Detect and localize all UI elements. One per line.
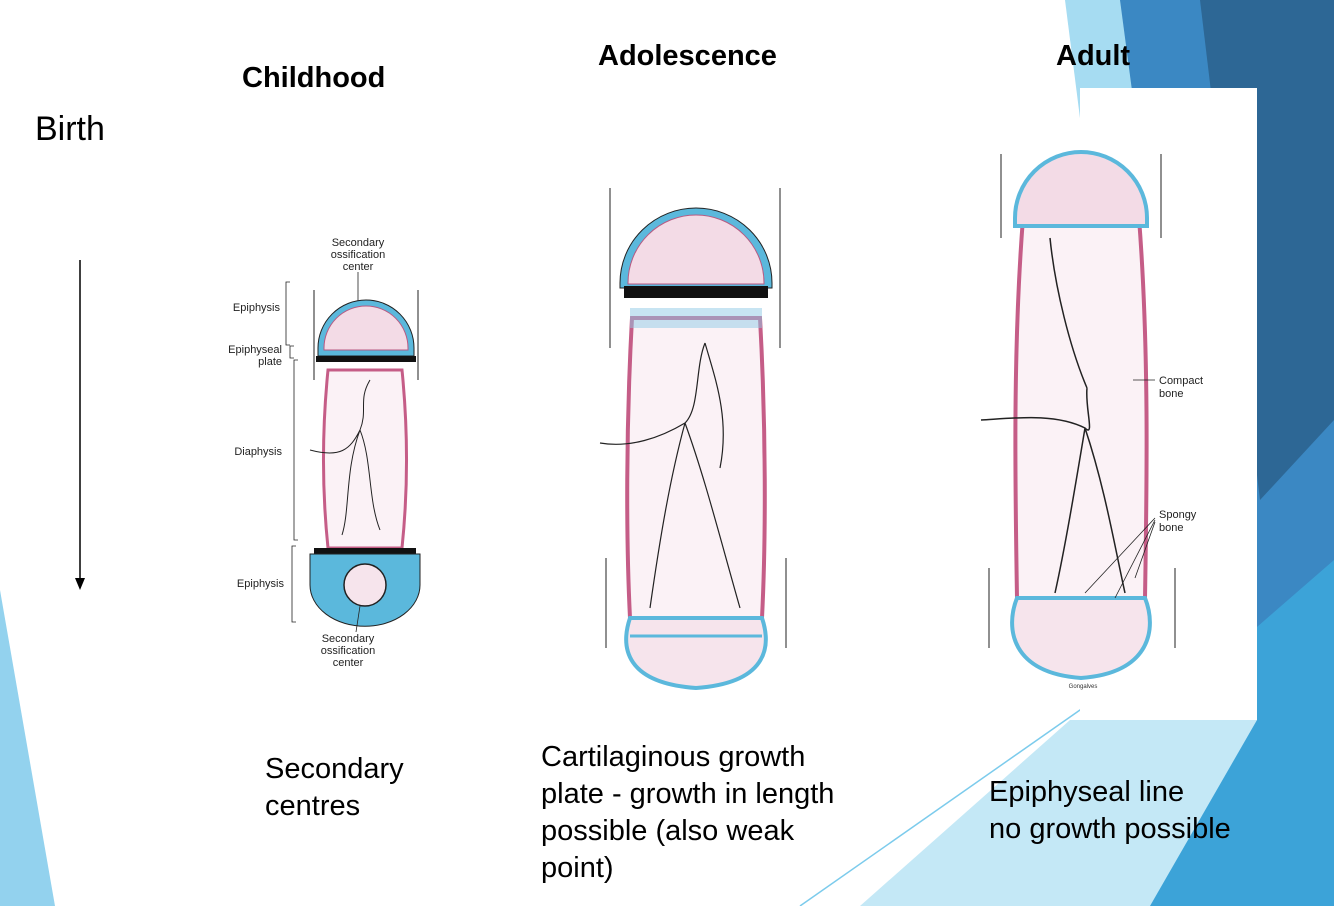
childhood-label-secondary-top-3: center [343,261,374,273]
adult-label-compact-1: Compact [1159,375,1203,387]
illustrator-signature: Gongalves [1069,684,1098,690]
childhood-label-epiphysis-bottom: Epiphysis [237,578,285,590]
stage-title-childhood: Childhood [242,62,386,94]
stage-title-adolescence: Adolescence [598,40,777,72]
childhood-label-secondary-bottom-3: center [333,657,364,669]
adult-label-compact-2: bone [1159,388,1183,400]
childhood-label-plate-2: plate [258,356,282,368]
time-arrow [75,260,85,590]
adult-label-spongy-1: Spongy [1159,509,1197,521]
childhood-label-secondary-top-2: ossification [331,249,385,261]
childhood-label-secondary-top-1: Secondary [332,237,385,249]
childhood-bone-figure: Secondary ossification center Epiphysis … [228,237,421,669]
childhood-label-diaphysis: Diaphysis [234,446,282,458]
caption-adult: Epiphyseal line no growth possible [989,776,1231,845]
birth-label: Birth [35,110,105,148]
adult-label-spongy-2: bone [1159,522,1183,534]
caption-adolescence: Cartilaginous growth plate - growth in l… [541,741,835,884]
childhood-label-plate-1: Epiphyseal [228,344,282,356]
caption-childhood: Secondary centres [265,753,404,822]
stage-title-adult: Adult [1056,40,1131,72]
childhood-label-epiphysis-top: Epiphysis [233,302,281,314]
adult-bone-figure: Compact bone Spongy bone Gongalves [980,150,1203,690]
childhood-label-secondary-bottom-1: Secondary [322,633,375,645]
adolescence-bone-figure [599,188,787,691]
childhood-label-secondary-bottom-2: ossification [321,645,375,657]
